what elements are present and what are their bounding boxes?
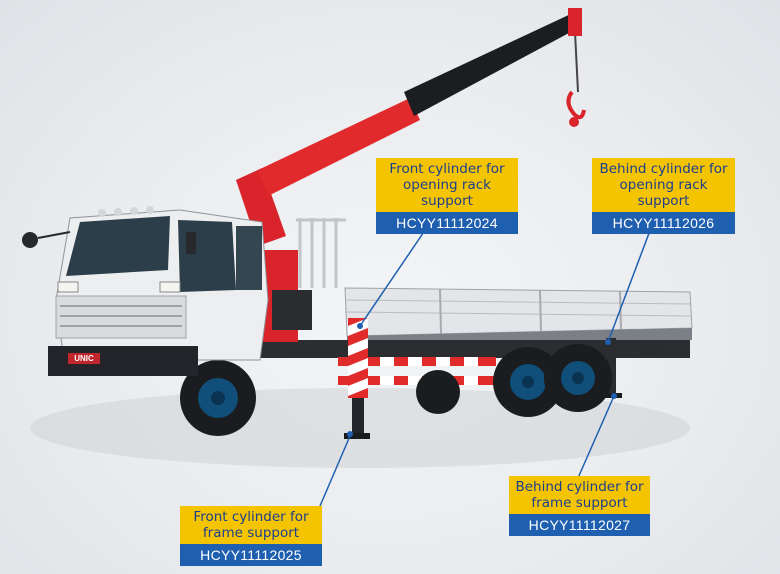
chassis-frame bbox=[250, 340, 690, 358]
truck-cab bbox=[22, 206, 269, 376]
callout-title: Front cylinder for frame support bbox=[180, 506, 322, 544]
leader-points bbox=[347, 323, 617, 437]
callout-behind-frame-cylinder: Behind cylinder for frame support HCYY11… bbox=[509, 476, 650, 536]
callout-title: Behind cylinder for opening rack support bbox=[592, 158, 735, 212]
part-code: HCYY11112027 bbox=[509, 514, 650, 536]
callout-title: Front cylinder for opening rack support bbox=[376, 158, 518, 212]
callout-title: Behind cylinder for frame support bbox=[509, 476, 650, 514]
leader-lines bbox=[319, 219, 655, 507]
callout-front-frame-cylinder: Front cylinder for frame support HCYY111… bbox=[180, 506, 322, 566]
cab-guard-rail bbox=[296, 218, 346, 288]
part-code: HCYY11112024 bbox=[376, 212, 518, 234]
callout-front-rack-cylinder: Front cylinder for opening rack support … bbox=[376, 158, 518, 234]
cargo-bed bbox=[344, 287, 693, 348]
crane-assembly bbox=[236, 8, 586, 342]
grille-brand-logo: UNIC bbox=[68, 353, 100, 364]
rear-outrigger-leg bbox=[600, 338, 670, 398]
wheels bbox=[180, 344, 612, 436]
front-outrigger-leg bbox=[344, 318, 370, 439]
part-code: HCYY11112025 bbox=[180, 544, 322, 566]
part-code: HCYY11112026 bbox=[592, 212, 735, 234]
callout-behind-rack-cylinder: Behind cylinder for opening rack support… bbox=[592, 158, 735, 234]
